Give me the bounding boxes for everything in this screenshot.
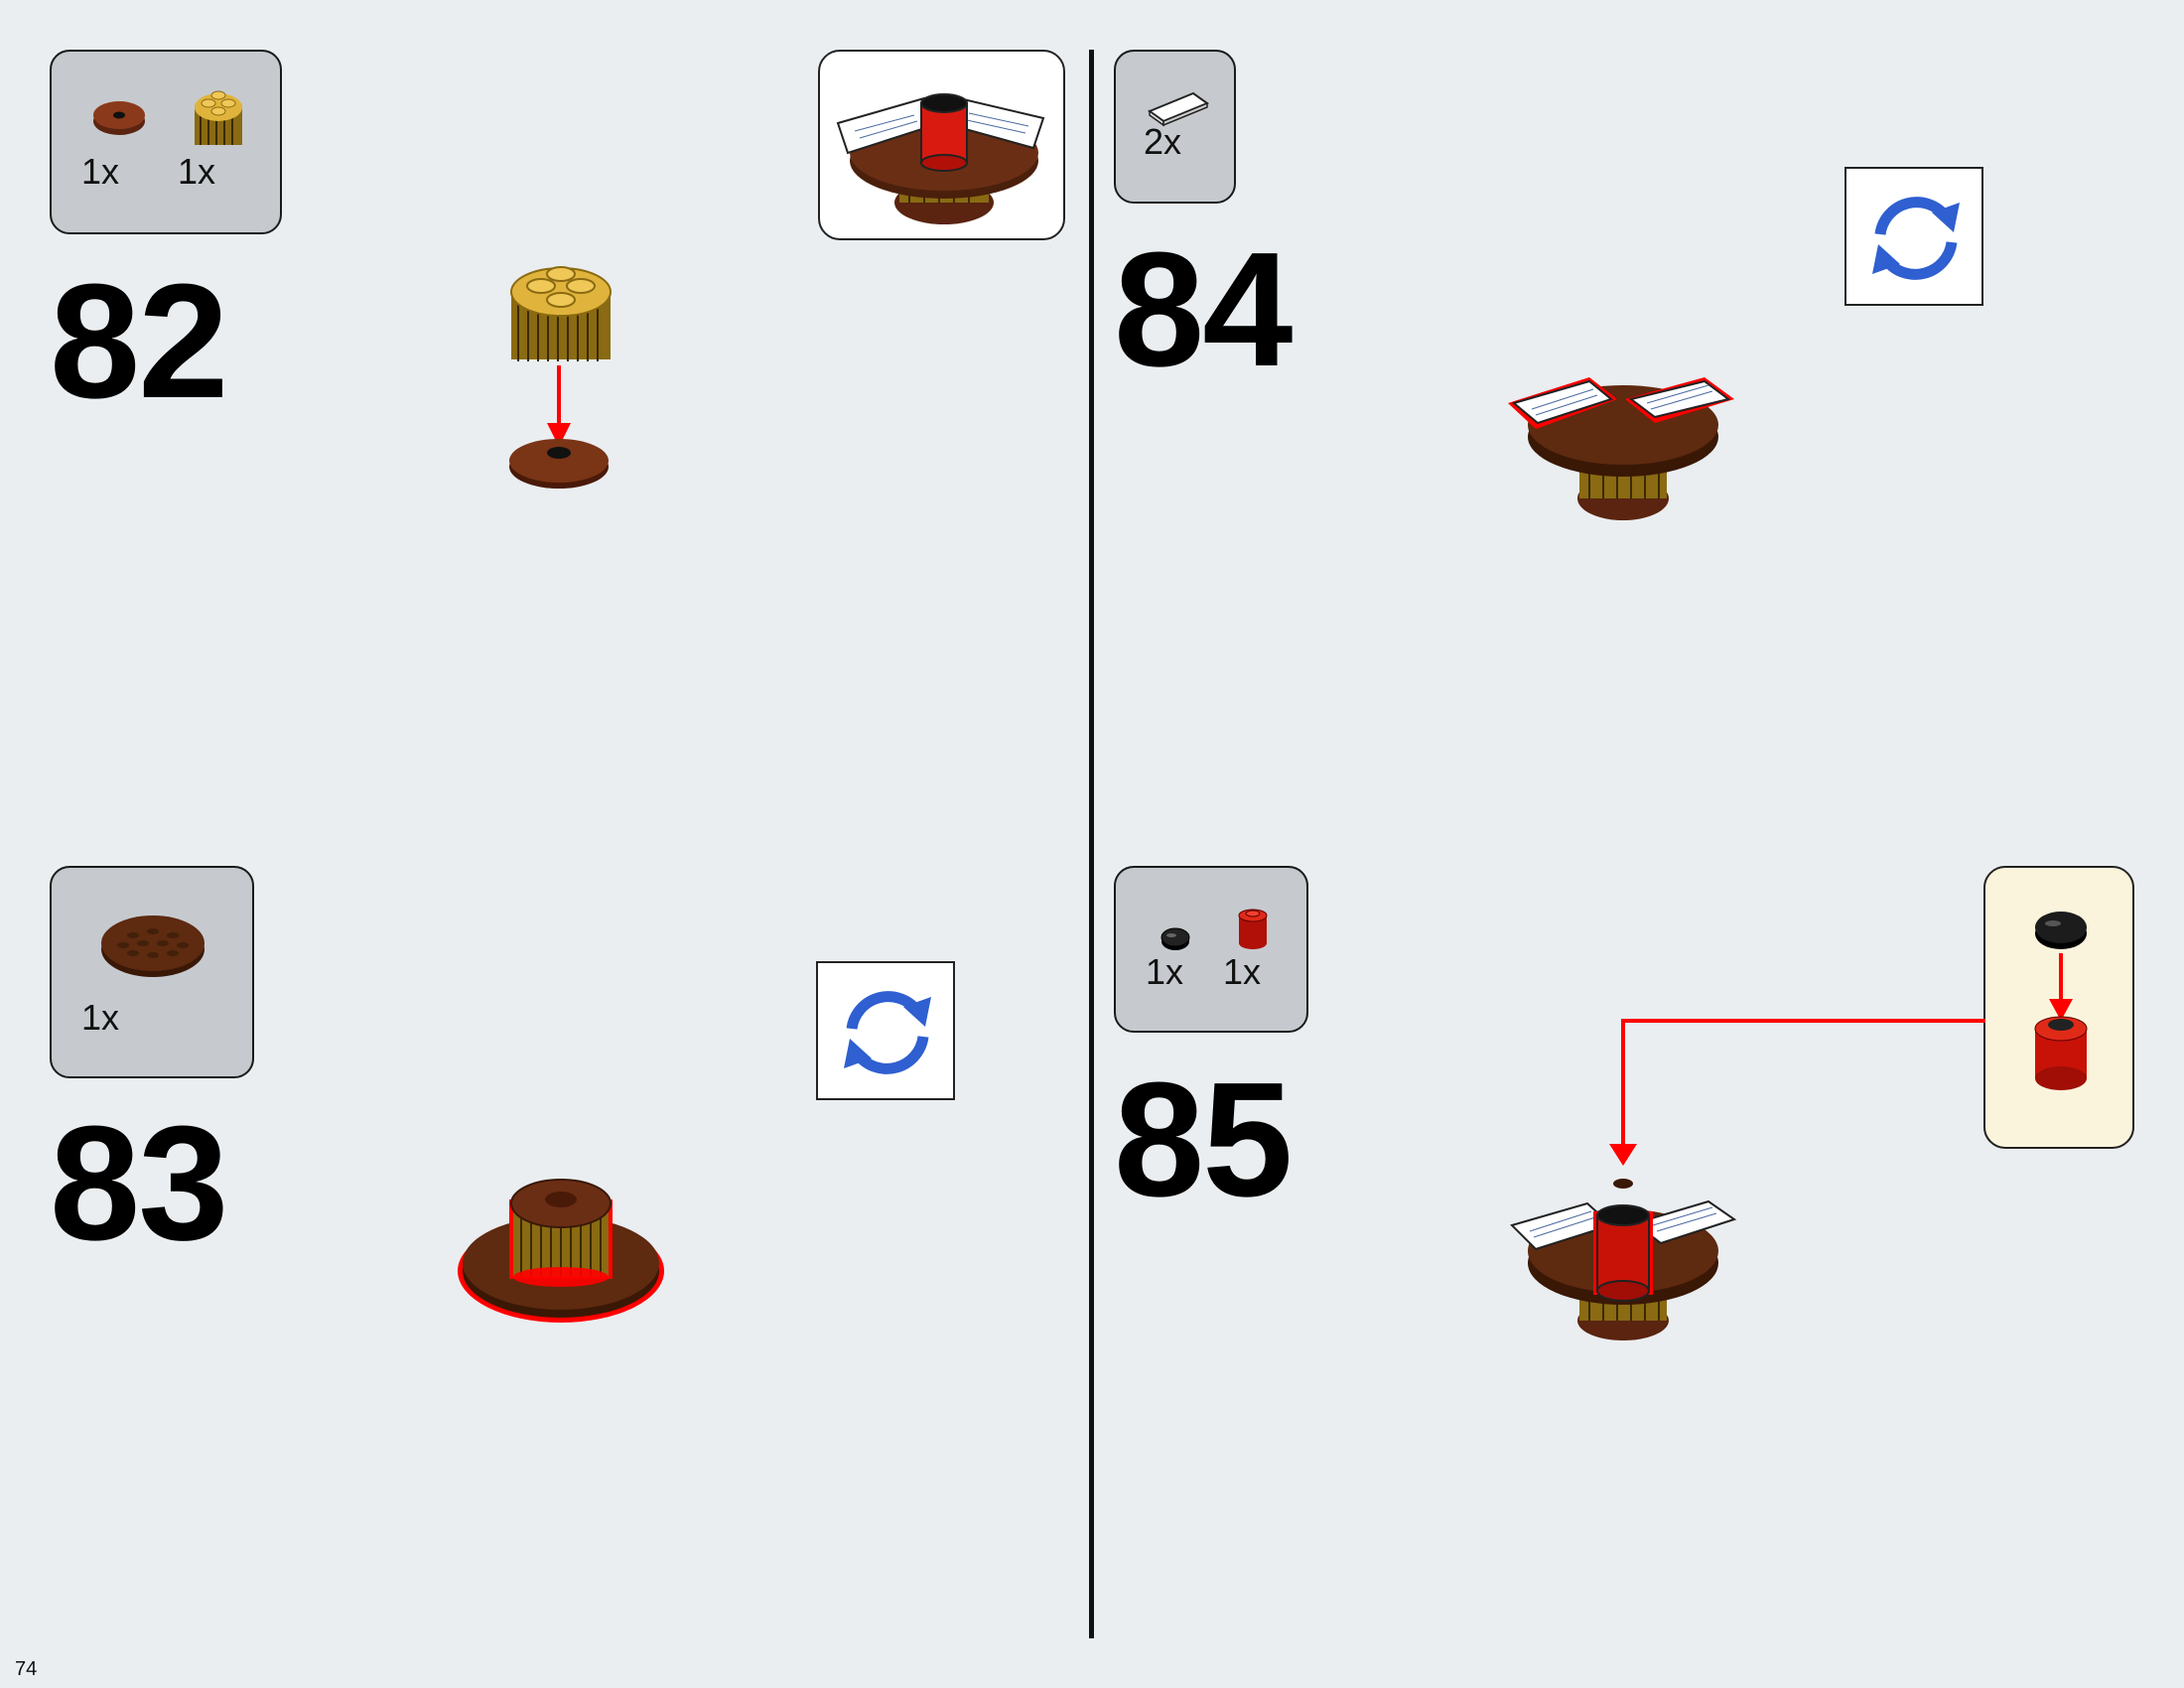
round-grille-brick-icon <box>195 90 242 145</box>
sub-assembly-illustration <box>2034 912 2088 1090</box>
part-qty: 1x <box>81 151 120 192</box>
rotate-model-callout <box>816 961 955 1100</box>
step-84-parts-list: 2x <box>1114 50 1236 204</box>
step-82-parts-list: 1x 1x <box>50 50 282 234</box>
printed-tile-icon <box>1147 91 1210 127</box>
part-qty: 1x <box>81 997 120 1038</box>
step-82-assembly-illustration <box>509 266 612 489</box>
part-qty: 1x <box>1146 951 1184 992</box>
round-plate-4x4-icon <box>101 915 205 977</box>
part-qty: 1x <box>178 151 216 192</box>
step-84-assembly-illustration <box>1508 377 1734 520</box>
page-divider <box>1089 50 1094 1638</box>
step-85-parts-list: 1x 1x <box>1114 866 1308 1033</box>
step-number: 84 <box>1114 218 1293 400</box>
round-tile-icon <box>1160 927 1190 950</box>
assembly-preview-image <box>836 93 1045 224</box>
part-qty: 2x <box>1144 121 1182 162</box>
rotate-model-callout <box>1844 167 1983 306</box>
rotate-icon <box>1872 197 1960 280</box>
rotate-icon <box>844 991 931 1074</box>
page-number: 74 <box>15 1658 38 1680</box>
step-number: 83 <box>50 1092 228 1274</box>
step-85-assembly-illustration <box>1510 1179 1737 1340</box>
step-number: 82 <box>50 250 228 432</box>
round-plate-icon <box>93 101 145 135</box>
step-82-result-preview <box>818 50 1065 240</box>
part-qty: 1x <box>1223 951 1262 992</box>
round-brick-icon <box>1238 909 1268 949</box>
step-83-assembly-illustration <box>458 1179 664 1323</box>
step-83-parts-list: 1x <box>50 866 254 1078</box>
step-number: 85 <box>1114 1049 1293 1230</box>
sub-assembly-callout <box>1983 866 2134 1149</box>
sub-assembly-arrow <box>1609 1019 1985 1166</box>
